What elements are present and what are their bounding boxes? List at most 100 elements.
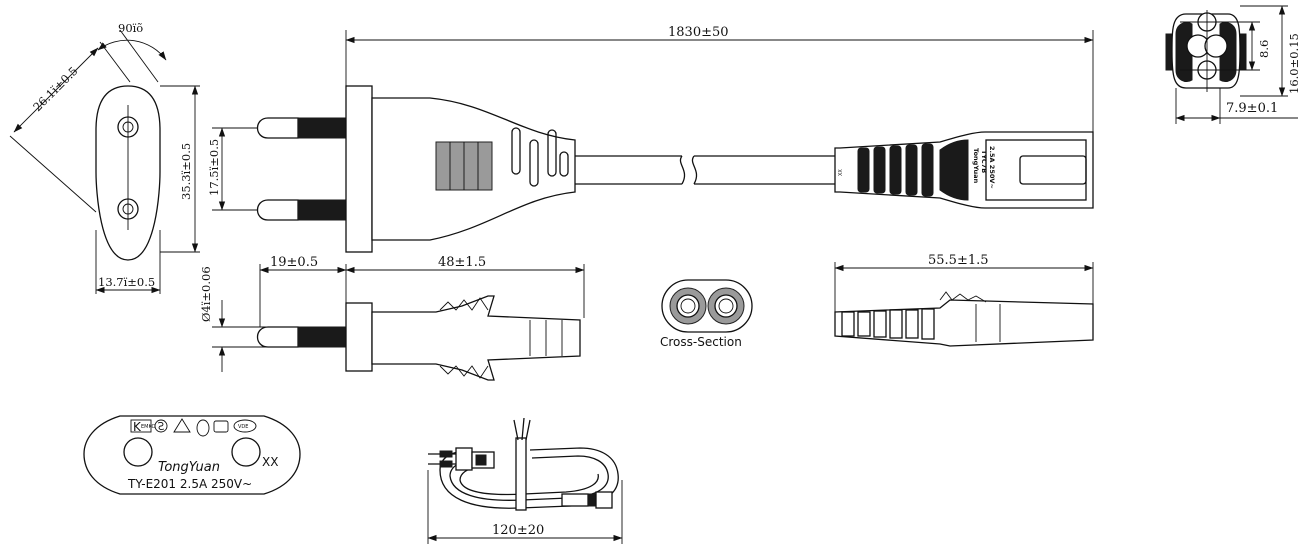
rib [921,143,934,197]
end-height-dim-label: 16.0±0.15 [1287,33,1301,94]
diagonal-ext-line [9,135,97,213]
plug-front-view: 90ïõ 26.1ï±0.5 35.3ï±0.5 13.7ï±0.5 [9,21,200,294]
angle-ext-line-right [119,29,159,83]
connector-brand: TongYuan [972,148,980,184]
k-mark: K [133,420,142,434]
connector-neck [939,139,969,201]
connector-grip-ribs [857,143,934,197]
connector-end-view: 8.6 16.0±0.15 7.9±0.1 [1165,5,1301,124]
pin-spacing-dim-label: 17.5ï±0.5 [207,139,221,196]
coil-tie-ends [513,417,531,441]
coil-connector-body [561,493,589,507]
total-length-label: 1830±50 [668,25,729,40]
cross-section: Cross-Section [660,279,753,349]
conductor-left-inner [676,294,700,318]
k-mark-small: EMKO [141,424,155,430]
rib [873,146,886,194]
side-teeth-bottom [439,365,489,379]
angle-label: 90ïõ [118,21,143,35]
diagonal-dim-label: 26.1ï±0.5 [30,64,80,114]
side-rib [841,311,855,337]
plug-slot [547,129,557,177]
pin-upper-sleeve [297,117,347,139]
side-pin-tip [256,326,299,348]
triangle-mark-icon [173,418,191,433]
plug-brand: TongYuan [158,460,220,475]
angle-arc [97,39,167,61]
side-teeth-top [439,297,489,311]
plug-flange [345,85,373,253]
angle-ext-line-left [99,41,131,83]
pin-length-label: 19±0.5 [270,255,318,270]
coil-pin-sleeve-top [439,450,453,458]
plug-top-view: 17.5ï±0.5 [207,25,1094,253]
pin-upper-tip [256,117,299,139]
coil-connector-neck [587,493,597,507]
width-dim-label: 13.7ï±0.5 [98,275,155,289]
body-length-label: 48±1.5 [438,255,486,270]
plug-marking-outline [83,415,301,495]
plug-slot [511,127,521,175]
end-hole-right [1204,34,1228,58]
s-mark-glyph [157,422,165,430]
plug-marking-view: K EMKO VDE TongYuan TY-E201 2.5A 250V~ X… [83,415,301,495]
vde-mark-icon [233,419,257,433]
marking-pin-hole-right [231,437,261,467]
round-mark-icon [196,419,210,437]
side-body [371,295,581,381]
k-mark-icon [130,419,152,433]
conductor-right-core [718,298,734,314]
pin-lower-tip [256,199,299,221]
conductor-right-inner [714,294,738,318]
plug-slot [529,139,539,187]
rib [889,145,902,195]
cable-break-left [679,155,686,185]
rib [857,147,870,193]
pitch-dim-label: 8.6 [1257,40,1271,58]
side-rib [889,309,903,339]
diagonal-dim-line [13,47,99,133]
coil-plug-flange [455,447,473,471]
coil-tie [515,437,527,511]
connector-socket [1019,155,1087,185]
plug-side-view: Ø4ï±0.06 19±0.5 48±1.5 [199,255,585,381]
vde-mark: VDE [238,424,248,430]
plug-slot [559,151,569,177]
side-flange [345,302,373,372]
conductor-left-core [680,298,696,314]
coil-connector-head [595,491,613,509]
coil-plug-grip [475,454,487,466]
depth-dim-label: 7.9±0.1 [1226,101,1278,116]
side-rib [873,310,887,338]
square-mark-icon [213,420,229,433]
coiled-cord-view: 120±20 [427,417,623,544]
connector-side-body [834,299,1094,347]
cross-section-jacket [661,279,753,333]
s-mark-icon [154,419,168,433]
connector-length-label: 55.5±1.5 [928,253,989,268]
connector-teeth [939,291,987,303]
plug-model: TY-E201 2.5A 250V~ [127,477,252,491]
side-rib [921,308,935,340]
side-rib [905,309,919,339]
coil-length-label: 120±20 [492,523,544,538]
connector-marking: XX [838,169,844,176]
end-shade-left [1175,21,1193,83]
coil-pin-sleeve-bottom [439,460,453,468]
marking-pin-hole-left [123,437,153,467]
connector-rating: 2.5A 250V~ [988,146,996,189]
cable-break-right [691,155,698,185]
side-pin-sleeve [297,326,347,348]
height-dim-label: 35.3ï±0.5 [179,143,193,200]
plug-marking-xx: XX [262,455,278,469]
rib [905,144,918,196]
connector-side-view: 55.5±1.5 [834,253,1094,347]
cross-section-label: Cross-Section [660,335,742,349]
coil-loop-innermost [459,465,599,496]
connector-model: TYC7B [980,150,988,173]
end-shade-right [1219,21,1237,83]
pin-diameter-label: Ø4ï±0.06 [199,266,213,322]
connector-side-ribs [841,308,935,340]
pin-lower-sleeve [297,199,347,221]
